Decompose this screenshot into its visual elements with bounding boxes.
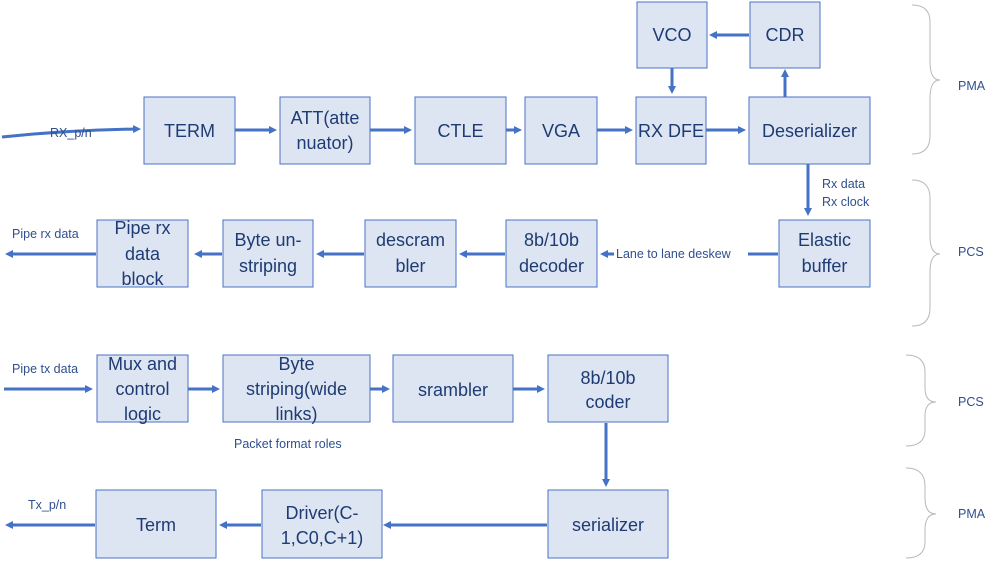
svg-text:Byte: Byte	[278, 354, 314, 374]
svg-text:coder: coder	[585, 392, 630, 412]
label-pma-bottom: PMA	[958, 507, 986, 521]
arrow-rx-input	[1, 125, 141, 139]
scrambler-block: srambler	[392, 354, 514, 423]
svg-text:control: control	[115, 379, 169, 399]
svg-text:ATT(atte: ATT(atte	[291, 108, 360, 128]
pipe-rx-data-label: Pipe rx data	[12, 227, 79, 241]
decoder-block: 8b/10b decoder	[505, 219, 598, 288]
tx-pn-label: Tx_p/n	[28, 498, 66, 512]
cdr-block: CDR	[749, 1, 821, 69]
ctle-block: CTLE	[414, 96, 507, 165]
svg-text:block: block	[121, 269, 164, 289]
brace-pcs-rx	[911, 179, 941, 327]
svg-text:RX DFE: RX DFE	[638, 121, 704, 141]
byte-striping-block: Byte striping(wide links)	[222, 354, 371, 424]
svg-text:VGA: VGA	[542, 121, 580, 141]
svg-text:data: data	[125, 244, 161, 264]
brace-pma-bottom	[905, 467, 937, 559]
svg-text:links): links)	[275, 404, 317, 424]
svg-text:nuator): nuator)	[296, 133, 353, 153]
rx-input-label: RX_p/n	[50, 126, 92, 140]
label-pcs-rx: PCS	[958, 245, 984, 259]
svg-text:1,C0,C+1): 1,C0,C+1)	[281, 528, 364, 548]
svg-text:CTLE: CTLE	[437, 121, 483, 141]
rx-clock-label: Rx clock	[822, 195, 870, 209]
svg-text:VCO: VCO	[652, 25, 691, 45]
svg-text:8b/10b: 8b/10b	[580, 368, 635, 388]
elastic-buffer-block: Elastic buffer	[778, 219, 871, 288]
brace-pma-top	[911, 4, 941, 155]
byte-unstriping-block: Byte un- striping	[222, 219, 314, 288]
mux-control-block: Mux and control logic	[96, 354, 189, 424]
vga-block: VGA	[524, 96, 598, 165]
svg-text:bler: bler	[395, 256, 425, 276]
packet-format-label: Packet format roles	[234, 437, 342, 451]
deserializer-block: Deserializer	[748, 96, 871, 165]
descrambler-block: descram bler	[364, 219, 457, 288]
pipe-tx-data-label: Pipe tx data	[12, 362, 78, 376]
svg-text:Driver(C-: Driver(C-	[286, 503, 359, 523]
svg-text:Pipe rx: Pipe rx	[114, 218, 170, 238]
svg-text:striping: striping	[239, 256, 297, 276]
deskew-label: Lane to lane deskew	[616, 247, 732, 261]
rx-data-label: Rx data	[822, 177, 865, 191]
term-rx-block: TERM	[143, 96, 236, 165]
rx-dfe-block: RX DFE	[635, 96, 707, 165]
svg-text:Term: Term	[136, 515, 176, 535]
svg-text:TERM: TERM	[164, 121, 215, 141]
pipe-rx-block: Pipe rx data block	[96, 218, 189, 289]
svg-text:Byte un-: Byte un-	[234, 230, 301, 250]
label-pma-top: PMA	[958, 79, 986, 93]
driver-block: Driver(C- 1,C0,C+1)	[261, 489, 383, 559]
deskew-label-bg	[614, 245, 748, 261]
coder-block: 8b/10b coder	[547, 354, 669, 423]
svg-text:8b/10b: 8b/10b	[524, 230, 579, 250]
svg-text:serializer: serializer	[572, 515, 644, 535]
svg-text:CDR: CDR	[766, 25, 805, 45]
svg-text:Deserializer: Deserializer	[762, 121, 857, 141]
svg-text:decoder: decoder	[519, 256, 584, 276]
term-tx-block: Term	[95, 489, 217, 559]
serializer-block: serializer	[547, 489, 669, 559]
svg-text:striping(wide: striping(wide	[246, 379, 347, 399]
svg-text:Elastic: Elastic	[798, 230, 851, 250]
svg-text:buffer: buffer	[802, 256, 848, 276]
svg-text:srambler: srambler	[418, 380, 488, 400]
vco-block: VCO	[636, 1, 708, 69]
label-pcs-tx: PCS	[958, 395, 984, 409]
svg-text:Mux and: Mux and	[108, 354, 177, 374]
svg-text:logic: logic	[124, 404, 161, 424]
svg-text:descram: descram	[376, 230, 445, 250]
att-block: ATT(atte nuator)	[279, 96, 371, 165]
brace-pcs-tx	[905, 354, 937, 447]
